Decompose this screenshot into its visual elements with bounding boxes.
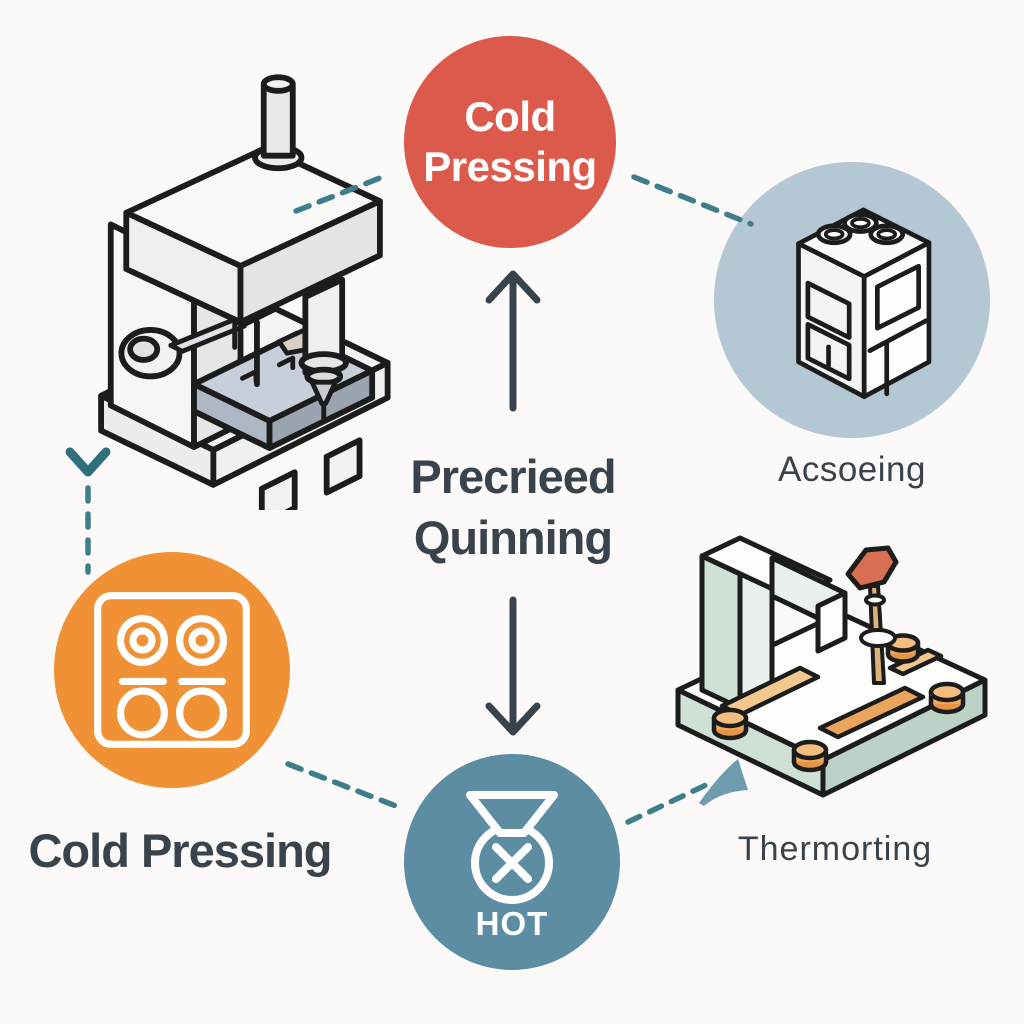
cold-pressing-left-label: Cold Pressing — [28, 824, 332, 877]
workbench-illustration — [675, 535, 988, 798]
press-machine-illustration — [98, 74, 391, 510]
thermorting-label: Thermorting — [737, 830, 933, 868]
cabinet-machine-illustration — [796, 207, 932, 400]
up-arrow — [485, 270, 541, 412]
hot-node: HOT — [404, 754, 620, 970]
connector-red-to-acsoeing — [631, 174, 754, 227]
acsoeing-label: Acsoeing — [778, 450, 926, 489]
press-cylinder — [260, 81, 296, 159]
cold-pressing-line1: Cold — [464, 93, 556, 141]
stove-burners-icon — [94, 592, 250, 748]
hot-label: HOT — [475, 905, 549, 942]
cold-pressing-node-label: Cold Pressing — [423, 92, 597, 191]
connector-orange-to-teal — [285, 761, 399, 809]
cold-pressing-node: Cold Pressing — [404, 36, 616, 248]
pot-crossed-icon — [466, 791, 558, 904]
workbench-arm — [699, 553, 743, 711]
cold-pressing-line2: Pressing — [423, 143, 597, 190]
center-label: Precrieed Quinning — [333, 446, 693, 568]
center-label-line2: Quinning — [413, 511, 613, 565]
center-label-line1: Precrieed — [410, 450, 616, 503]
workbench-lever — [845, 545, 899, 591]
acsoeing-node — [714, 162, 990, 438]
cold-pressing-left-node — [54, 552, 290, 788]
down-arrow — [485, 596, 541, 736]
